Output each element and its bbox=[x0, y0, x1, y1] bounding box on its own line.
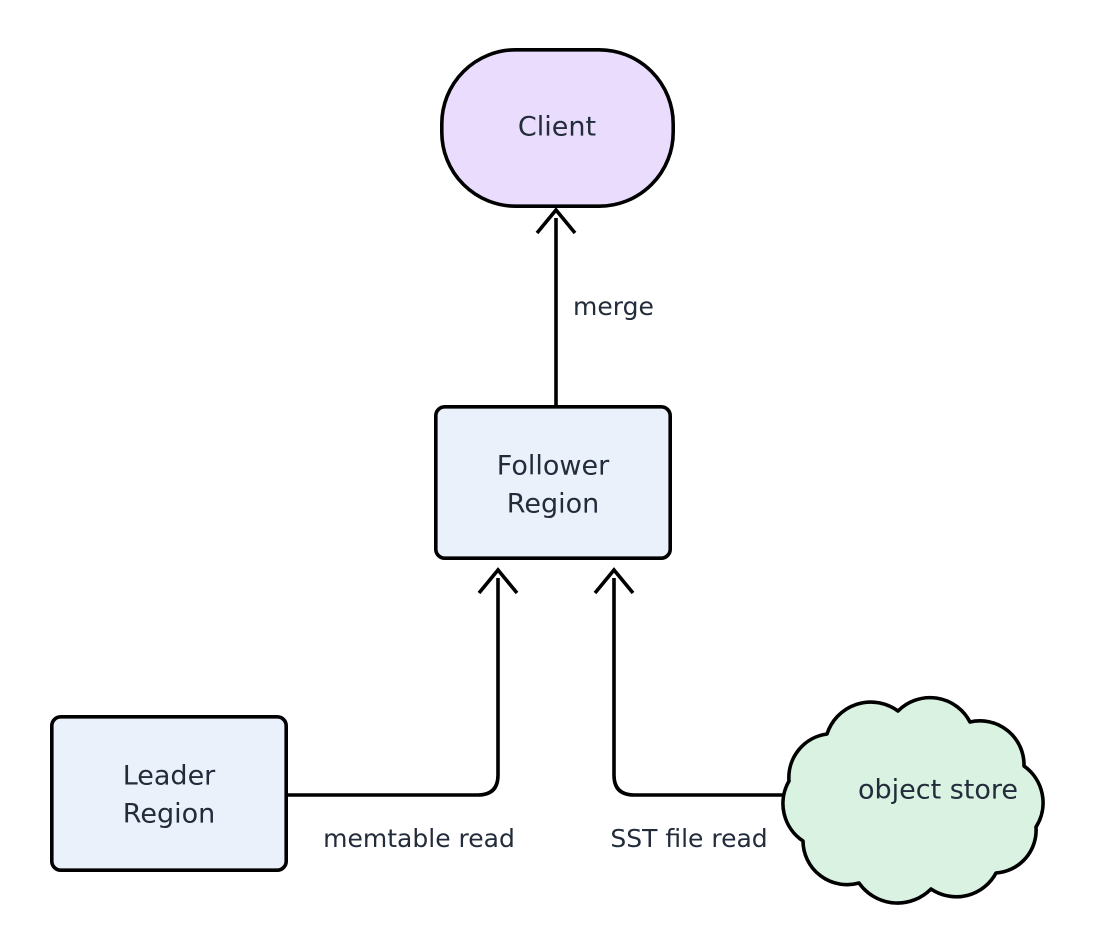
node-leader-region-label-line1: Leader bbox=[123, 761, 216, 792]
edge-follower-to-client-arrowhead bbox=[535, 207, 577, 235]
edge-objectstore-to-follower bbox=[593, 567, 822, 797]
node-follower-region-label-line2: Region bbox=[507, 489, 599, 520]
edge-leader-to-follower-line bbox=[288, 578, 500, 797]
edge-follower-to-client bbox=[535, 207, 577, 405]
node-object-store[interactable]: object store bbox=[781, 695, 1045, 905]
node-object-store-shape bbox=[781, 695, 1045, 905]
node-leader-region[interactable]: Leader Region bbox=[49, 714, 288, 872]
edge-objectstore-to-follower-arrowhead bbox=[593, 567, 635, 595]
edge-leader-to-follower-arrowhead bbox=[477, 567, 519, 595]
node-object-store-label: object store bbox=[858, 775, 1018, 806]
node-client-shape bbox=[439, 47, 675, 208]
node-client-label: Client bbox=[518, 112, 596, 143]
edge-leader-to-follower bbox=[288, 567, 519, 797]
node-client[interactable]: Client bbox=[439, 47, 675, 208]
node-follower-region-label-line1: Follower bbox=[497, 451, 610, 482]
node-follower-region-shape bbox=[433, 404, 672, 560]
edge-label-sst-file-read: SST file read bbox=[610, 824, 767, 853]
edge-label-memtable-read: memtable read bbox=[323, 824, 515, 853]
edge-objectstore-to-follower-line bbox=[612, 578, 822, 797]
edge-label-merge: merge bbox=[573, 292, 654, 321]
node-follower-region[interactable]: Follower Region bbox=[433, 404, 672, 560]
node-leader-region-shape bbox=[49, 714, 288, 872]
node-leader-region-label-line2: Region bbox=[123, 799, 215, 830]
